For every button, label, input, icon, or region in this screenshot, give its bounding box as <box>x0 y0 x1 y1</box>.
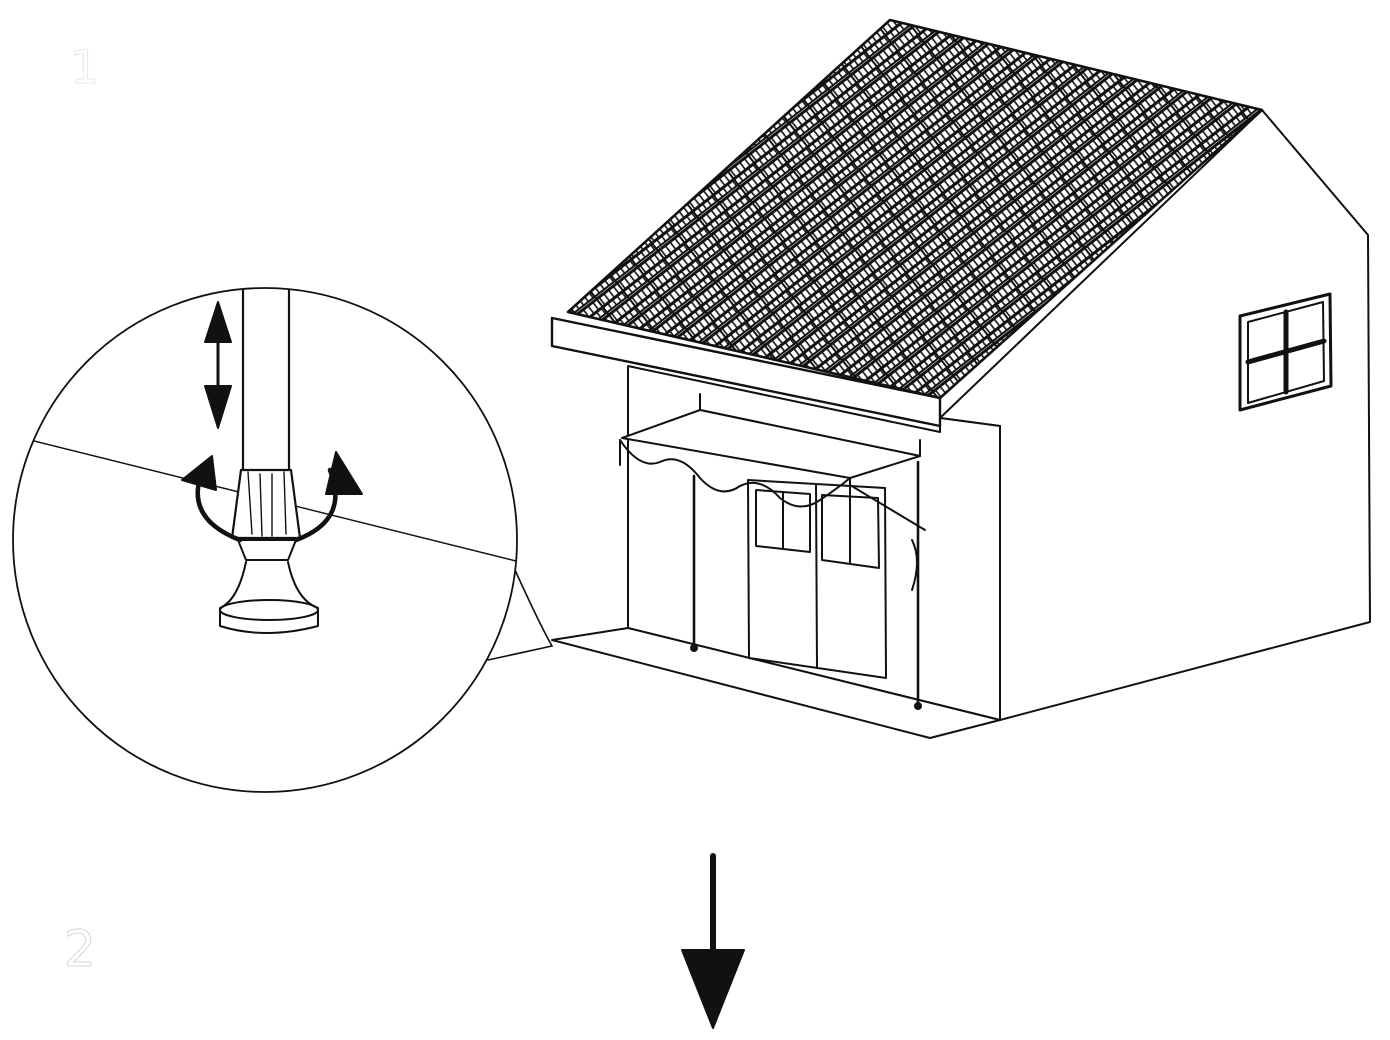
step-number-1: 1 <box>69 40 100 95</box>
rotate-arrows-icon <box>181 451 363 543</box>
door <box>747 479 887 679</box>
side-window <box>1238 292 1333 412</box>
detail-callout <box>12 287 553 793</box>
vertical-double-arrow-icon <box>204 301 232 429</box>
step-number-2: 2 <box>64 920 97 979</box>
roof <box>566 18 1264 400</box>
roof-fascia <box>550 316 942 428</box>
down-arrow-icon <box>681 853 745 1029</box>
awning <box>619 393 926 710</box>
house <box>550 18 1371 739</box>
porch-floor <box>551 627 1001 739</box>
